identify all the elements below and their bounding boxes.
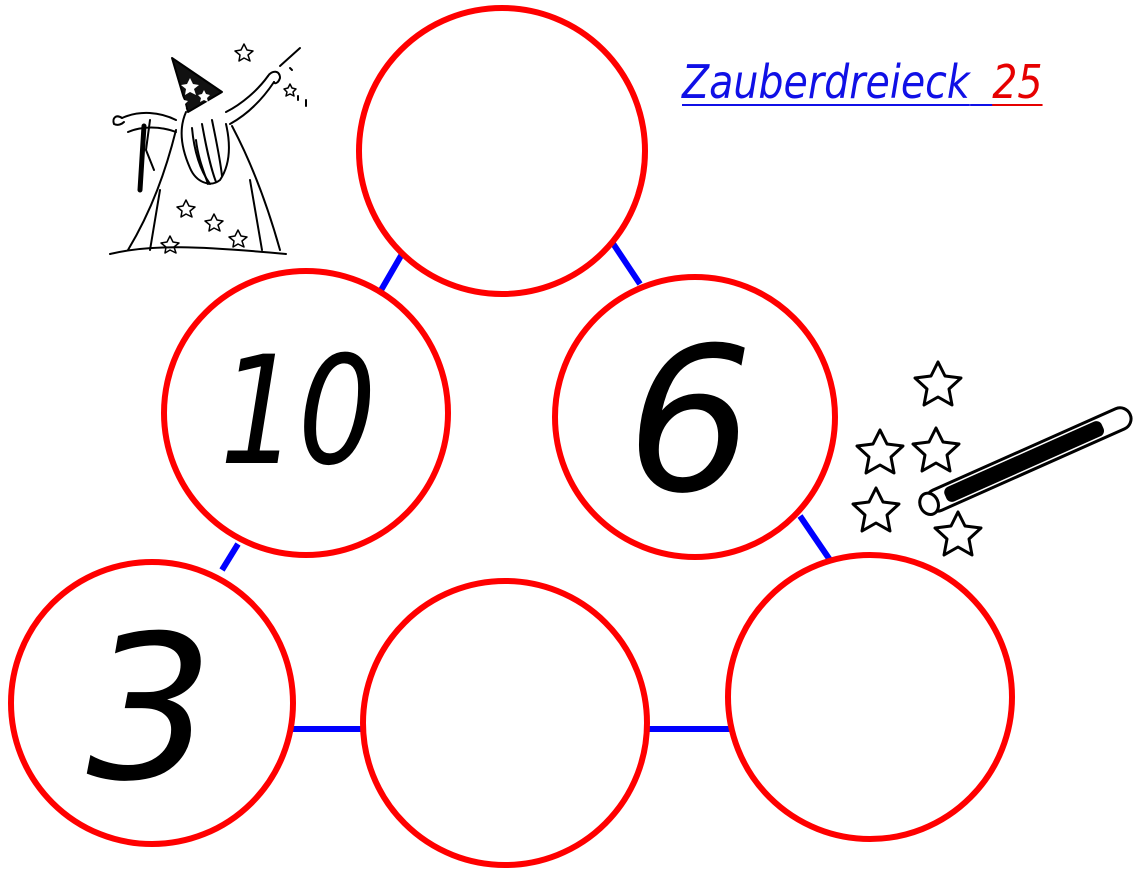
star-icon [911, 426, 961, 473]
circle-upper-left[interactable] [161, 268, 451, 558]
circle-bottom-middle[interactable] [360, 578, 650, 868]
star-icon [855, 428, 905, 475]
circle-bottom-right[interactable] [725, 552, 1015, 842]
connector-top-upper-left [377, 252, 405, 294]
circle-upper-left-value: 10 [220, 325, 377, 499]
connector-upper-left-bottom-left [219, 542, 241, 572]
circle-top[interactable] [356, 5, 648, 297]
star-icon [851, 486, 901, 533]
wizard-icon [109, 43, 307, 255]
circle-bottom-left[interactable] [8, 559, 296, 847]
title-underline-gap [969, 52, 993, 106]
title-number: 25 [992, 55, 1043, 109]
worksheet-title: Zauberdreieck 25 [682, 52, 1043, 122]
connector-top-upper-right [609, 240, 643, 286]
title-word: Zauberdreieck [682, 55, 970, 109]
magic-wand-icon [851, 360, 1133, 557]
connector-upper-right-bottom-right [797, 514, 833, 562]
star-icon [933, 510, 983, 557]
triangle-connectors [219, 240, 833, 732]
triangle-circles [8, 5, 1015, 868]
circle-upper-right-value: 6 [626, 305, 753, 538]
circle-upper-right[interactable] [552, 274, 838, 560]
circle-bottom-left-value: 3 [86, 593, 213, 826]
star-icon [913, 360, 963, 407]
